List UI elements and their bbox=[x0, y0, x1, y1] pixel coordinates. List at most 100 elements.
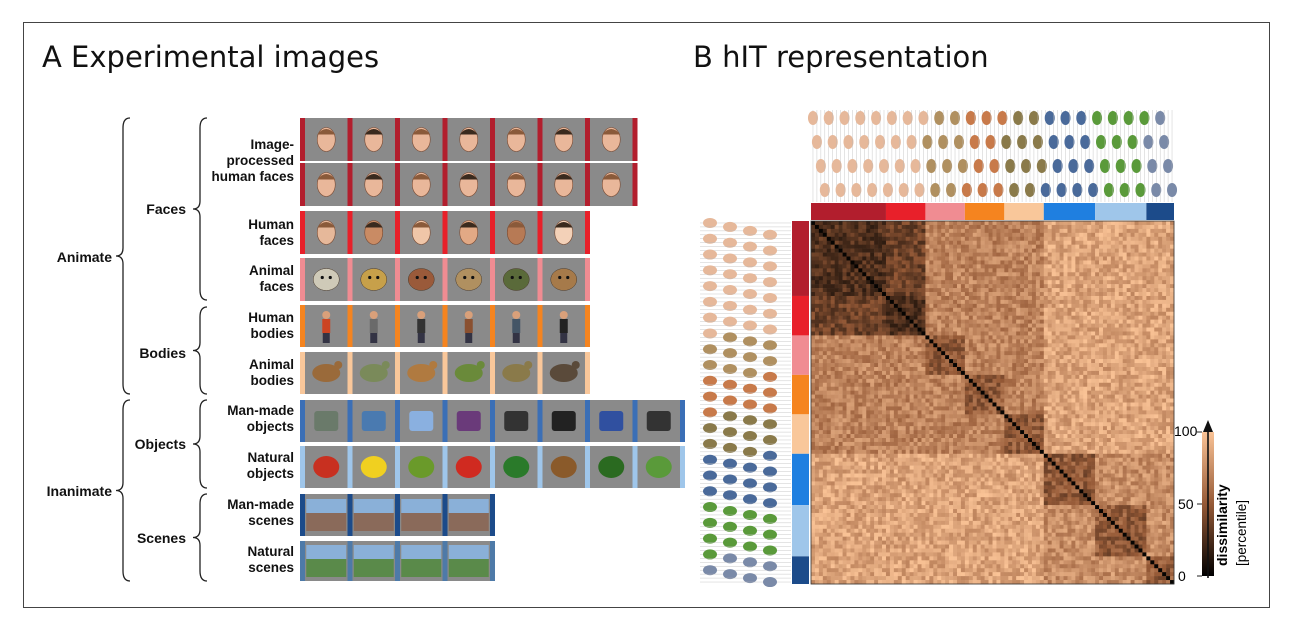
rdm-cell bbox=[878, 260, 883, 265]
rdm-cell bbox=[1095, 284, 1100, 289]
rdm-cell bbox=[1110, 268, 1116, 273]
rdm-cell bbox=[1138, 374, 1143, 380]
rdm-cell bbox=[909, 390, 914, 395]
rdm-cell bbox=[953, 252, 958, 257]
rdm-cell bbox=[1012, 347, 1017, 352]
rdm-cell bbox=[1024, 299, 1029, 305]
rdm-cell bbox=[1059, 355, 1064, 360]
rdm-cell bbox=[992, 264, 997, 269]
rdm-cell bbox=[842, 323, 847, 328]
top-thumbnail bbox=[922, 135, 933, 149]
rdm-cell bbox=[1091, 331, 1096, 336]
rdm-cell bbox=[838, 276, 843, 281]
rdm-cell bbox=[1095, 339, 1100, 344]
rdm-cell bbox=[976, 343, 981, 348]
rdm-cell bbox=[1031, 236, 1037, 242]
rdm-cell bbox=[862, 359, 867, 364]
rdm-cell bbox=[929, 355, 934, 360]
rdm-cell bbox=[893, 359, 899, 364]
rdm-cell bbox=[826, 264, 832, 269]
animal-body-shape bbox=[407, 364, 436, 382]
rdm-cell bbox=[811, 366, 816, 372]
rdm-cell bbox=[1067, 319, 1072, 324]
rdm-cell bbox=[941, 236, 946, 242]
rdm-cell bbox=[949, 390, 954, 395]
rdm-cell bbox=[1020, 402, 1025, 407]
rdm-cell bbox=[968, 224, 974, 230]
rdm-cell bbox=[1138, 264, 1143, 269]
rdm-cell bbox=[822, 228, 828, 234]
rdm-cell bbox=[885, 351, 891, 356]
rdm-cell bbox=[929, 303, 934, 309]
rdm-cell bbox=[1114, 339, 1120, 344]
rdm-cell bbox=[842, 366, 847, 372]
rdm-cell bbox=[1134, 319, 1139, 324]
rdm-cell bbox=[811, 272, 816, 277]
rdm-cell bbox=[921, 323, 926, 328]
rdm-cell bbox=[992, 335, 997, 340]
rdm-cell bbox=[1118, 280, 1124, 285]
rdm-cell bbox=[941, 284, 946, 289]
rdm-cell bbox=[949, 303, 954, 309]
rdm-cell bbox=[1000, 232, 1005, 238]
rdm-cell bbox=[897, 394, 903, 399]
rdm-cell bbox=[968, 276, 974, 281]
rdm-cell bbox=[1087, 398, 1092, 403]
rdm-cell bbox=[811, 382, 816, 388]
rdm-cell bbox=[929, 331, 934, 336]
rdm-cell bbox=[882, 268, 887, 273]
rdm-cell bbox=[945, 228, 950, 234]
rdm-cell bbox=[1166, 295, 1171, 301]
rdm-cell bbox=[846, 398, 851, 403]
rdm-cell bbox=[814, 284, 820, 289]
category-color-strip bbox=[442, 400, 448, 442]
rdm-cell bbox=[984, 370, 989, 376]
rdm-cell bbox=[1063, 295, 1068, 301]
rdm-cell bbox=[811, 406, 816, 411]
rdm-cell bbox=[818, 339, 824, 344]
rdm-cell bbox=[921, 303, 926, 309]
rdm-cell bbox=[976, 236, 981, 242]
rdm-cell bbox=[953, 370, 958, 376]
rdm-cell bbox=[972, 347, 978, 352]
rdm-cell bbox=[1162, 272, 1167, 277]
rdm-cell bbox=[811, 224, 816, 230]
rdm-cell bbox=[1059, 335, 1064, 340]
rdm-cell bbox=[882, 323, 887, 328]
rdm-cell bbox=[1024, 386, 1029, 391]
rdm-cell bbox=[854, 292, 859, 297]
rdm-cell bbox=[1122, 315, 1127, 320]
rdm-cell bbox=[925, 268, 930, 273]
rdm-cell bbox=[1059, 248, 1064, 253]
rdm-cell bbox=[1099, 319, 1104, 324]
rdm-cell bbox=[937, 398, 942, 403]
rdm-cell bbox=[885, 295, 891, 301]
category-color-strip bbox=[537, 118, 543, 161]
rdm-cell bbox=[992, 236, 997, 242]
rdm-cell bbox=[897, 264, 903, 269]
rdm-cell bbox=[1083, 382, 1088, 388]
rdm-cell bbox=[1166, 288, 1171, 293]
rdm-cell bbox=[1031, 232, 1037, 238]
rdm-cell bbox=[1047, 276, 1052, 281]
rdm-cell bbox=[1146, 248, 1151, 253]
rdm-cell bbox=[949, 244, 954, 249]
rdm-cell bbox=[917, 268, 922, 273]
rdm-cell bbox=[830, 355, 835, 360]
rdm-cell bbox=[814, 406, 820, 411]
rdm-cell bbox=[1071, 256, 1076, 261]
rdm-cell bbox=[949, 343, 954, 348]
rdm-cell bbox=[1106, 276, 1112, 281]
rdm-cell bbox=[1154, 378, 1159, 384]
rdm-cell bbox=[921, 252, 926, 257]
rdm-cell bbox=[889, 386, 895, 391]
rdm-thumbnails bbox=[700, 110, 1178, 588]
rdm-cell bbox=[874, 366, 879, 372]
rdm-cell bbox=[858, 319, 863, 324]
rdm-cell bbox=[1154, 221, 1159, 226]
rdm-cell bbox=[1051, 363, 1056, 368]
rdm-cell bbox=[964, 228, 970, 234]
rdm-cell bbox=[984, 260, 989, 265]
rdm-cell bbox=[925, 260, 930, 265]
rdm-cell bbox=[909, 378, 914, 384]
